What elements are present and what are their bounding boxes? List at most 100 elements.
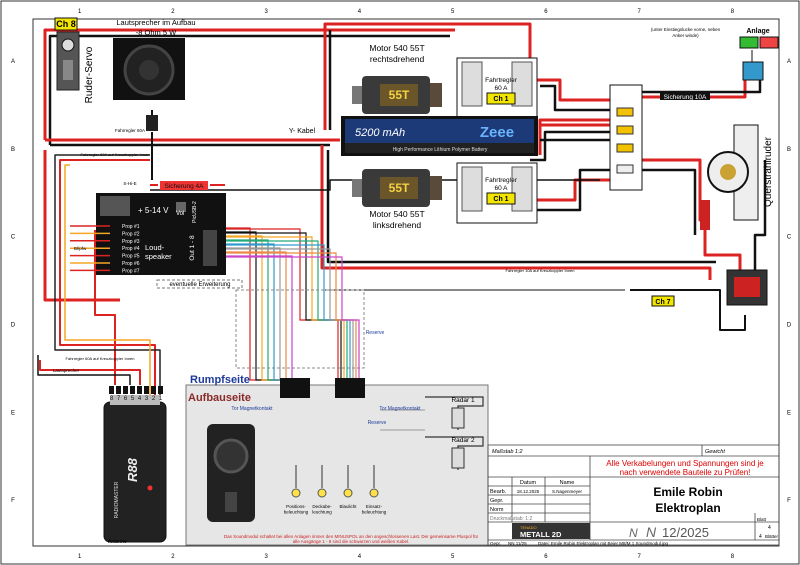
tb-scale: Maßstab 1:2 <box>492 449 523 455</box>
tb-nn-2: N <box>646 524 657 540</box>
wire-note-bow: Fahrregler 10A auf Kreuzkoppler Innen <box>506 268 575 273</box>
wire-note-main: Fahrregler 60A <box>115 128 145 133</box>
rudder-servo <box>56 31 80 91</box>
radar2-label: Radar 2 <box>451 437 475 444</box>
magnet-left: Tor Magnetkontakt <box>231 406 273 412</box>
tb-gepr: Gepr. <box>490 498 504 504</box>
plant-label: Anlage <box>746 28 769 35</box>
wire-note-sound2: Fahrregler 60A auf Kreuzkoppler Innen <box>66 356 135 361</box>
sound-usb: PicUSB-2 <box>192 201 198 223</box>
row-marker-right: B <box>787 147 791 153</box>
wire-note-sound: Fahrregler 60A auf Kreuzkoppler Innen <box>81 152 150 157</box>
hull-note-box: Das Soundmodul schaltet bei allen Anlage… <box>223 534 479 544</box>
expansion-label: eventuelle Erweiterung <box>169 282 230 288</box>
row-marker-right: D <box>787 322 792 328</box>
receiver-pin-label: 5 <box>131 396 135 402</box>
light-bulb <box>317 488 327 498</box>
row-marker-right: F <box>787 498 791 504</box>
tb-date-head: Datum <box>520 480 537 486</box>
column-marker-bottom: 5 <box>451 554 455 560</box>
fuse-10a-holder <box>660 92 710 100</box>
bow-esc <box>726 269 768 306</box>
tb-norm: Norm <box>490 507 504 513</box>
plant-note: (unter Einstiegslucke vorne, neben Anker… <box>650 27 721 38</box>
output-wire-b <box>226 240 348 380</box>
expansion-box <box>156 279 243 289</box>
output-wire-b <box>226 252 357 380</box>
prop-label: Prop #6 <box>122 261 140 267</box>
sound-voltage: + 5-14 V <box>138 206 169 215</box>
tb-date: 12/2025 <box>662 525 709 540</box>
rudder-servo-label: Ruder-Servo <box>84 46 95 103</box>
light-label: beleuchtung <box>362 510 387 515</box>
sound-outputs: Out 1 - 8 <box>189 235 196 261</box>
receiver-pin <box>137 386 142 394</box>
output-wire-b <box>226 248 354 380</box>
column-marker-top: 2 <box>171 9 175 15</box>
light-label: Positions- <box>286 504 306 509</box>
receiver <box>103 395 167 543</box>
column-marker-bottom: 7 <box>637 554 641 560</box>
light-bulb <box>369 488 379 498</box>
ch7-badge: Ch 7 <box>655 299 670 306</box>
row-marker-left: E <box>11 410 15 416</box>
tb-nn: N <box>629 526 638 540</box>
column-marker-top: 7 <box>637 9 641 15</box>
tb-gepr-label: Gepr. <box>490 541 501 546</box>
reserve-bottom: Reserve <box>368 420 387 426</box>
esc-left-rating: 60 A <box>494 185 508 192</box>
receiver-pin-label: 3 <box>145 396 149 402</box>
reserve-top: Reserve <box>366 330 385 336</box>
tb-sheets-word: Blätter <box>765 534 779 539</box>
prop-label: Prop #2 <box>122 231 140 237</box>
light-bulb <box>343 488 353 498</box>
tb-bearb-date: 18.12.2025 <box>517 489 540 494</box>
column-marker-top: 8 <box>731 9 735 15</box>
light-label: leuchtung <box>312 510 332 515</box>
ch8-badge-bg <box>54 17 78 31</box>
row-marker-right: E <box>787 410 791 416</box>
superstructure-label: Aufbauseite <box>188 392 251 404</box>
fuse-box <box>609 84 643 191</box>
bow-thruster <box>700 124 759 230</box>
motor-right <box>352 76 442 114</box>
bow-thruster-label: Querstrahlruder <box>763 136 774 207</box>
column-marker-top: 6 <box>544 9 548 15</box>
plant-note-box: (unter Einstiegslucke vorne, neben Anker… <box>650 27 721 38</box>
output-wire-b <box>226 244 351 380</box>
title-block <box>487 444 780 546</box>
y-cable-label: Y- Kabel <box>289 128 316 135</box>
column-marker-top: 5 <box>451 9 455 15</box>
fuse-4a-label: Sicherung 4A <box>164 183 204 190</box>
esc-right-channel: Ch 1 <box>493 96 508 103</box>
radar1-label: Radar 1 <box>451 397 475 404</box>
sound-loud-2: speaker <box>145 252 172 261</box>
column-marker-bottom: 6 <box>544 554 548 560</box>
tb-name-head: Name <box>560 480 575 486</box>
receiver-pin <box>109 386 114 394</box>
column-marker-top: 1 <box>78 9 82 15</box>
hull-side-label: Rumpfseite <box>190 374 250 386</box>
battery-type: High Performance Lithium Polymer Battery <box>393 147 488 153</box>
inner-frame <box>32 18 780 547</box>
receiver-pin-label: 4 <box>138 396 142 402</box>
tenado-logo <box>512 523 590 539</box>
light-label: beleuchtung <box>284 510 309 515</box>
receiver-pin <box>123 386 128 394</box>
receiver-pin-label: 8 <box>110 396 114 402</box>
receiver-pin-label: 7 <box>117 396 121 402</box>
speaker-title: Lautsprecher im Aufbau <box>116 18 195 27</box>
column-marker-bottom: 1 <box>78 554 82 560</box>
sound-module <box>96 193 226 275</box>
receiver-model: R88 <box>125 457 140 482</box>
plant-switch <box>739 36 779 81</box>
esc-left <box>456 162 538 224</box>
tb-brand: METALL 2D <box>520 530 562 539</box>
hull-note: Das Soundmodul schaltet bei allen Anlage… <box>223 534 479 544</box>
esc-left-label: Fahrtregler <box>485 177 518 184</box>
tb-warning-1: Alle Verkabelungen und Spannungen sind j… <box>606 459 764 468</box>
